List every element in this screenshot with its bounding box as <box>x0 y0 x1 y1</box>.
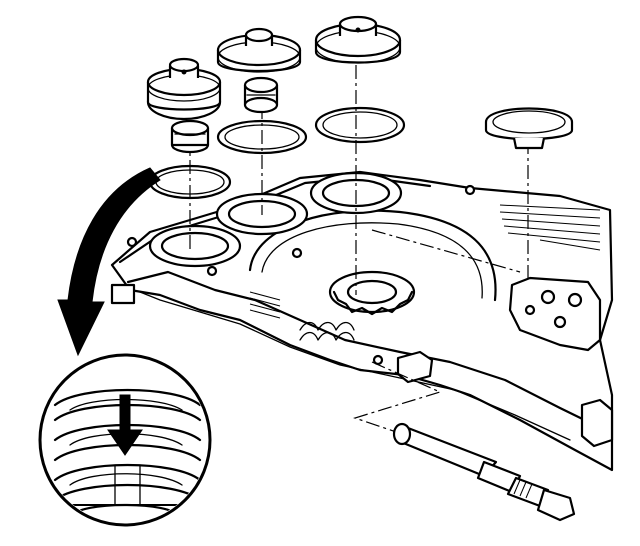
spring-detail-inset <box>38 353 212 527</box>
o-ring-seal-middle <box>216 119 308 155</box>
curved-arrow-icon <box>57 167 161 357</box>
accumulator-piston-middle <box>216 27 302 73</box>
accumulator-piston-right <box>314 15 402 64</box>
accumulator-piston-left <box>146 57 222 121</box>
assembly-guide-lines <box>189 65 529 441</box>
accumulator-spring-middle <box>243 76 279 114</box>
accumulator-spring-left <box>170 119 210 154</box>
wiring-connector <box>392 422 576 522</box>
retaining-clip <box>484 107 574 150</box>
o-ring-seal-right <box>314 106 406 144</box>
